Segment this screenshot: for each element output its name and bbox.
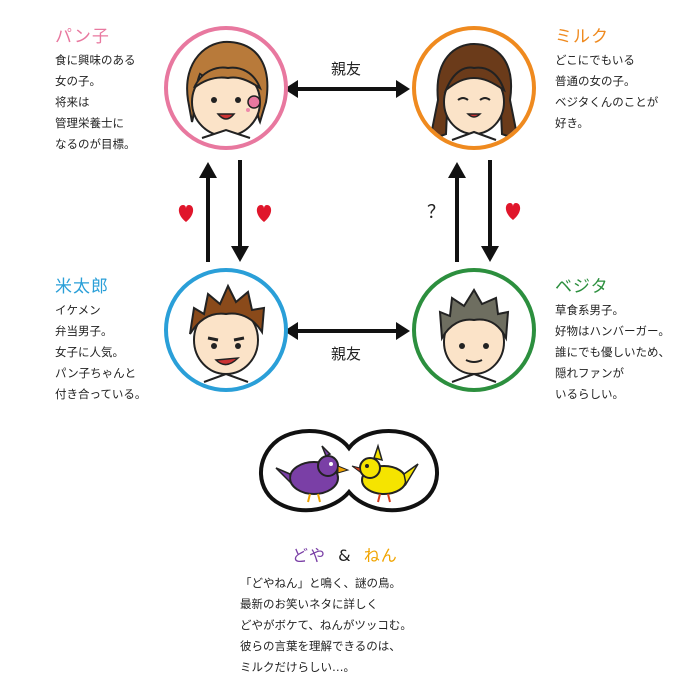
birds-frame (259, 429, 439, 513)
heart-icon (256, 205, 272, 222)
doya-bird-icon (275, 445, 350, 503)
kome-face-icon (189, 283, 266, 383)
nen-bird-icon (351, 443, 419, 503)
nen-name: ねん (363, 546, 398, 565)
birds-description: 「どやねん」と鳴く、謎の鳥。 最新のお笑いネタに詳しく どやがボケて、ねんがツッ… (240, 576, 412, 674)
pan-face-icon (186, 40, 269, 139)
milk-face-icon (428, 42, 520, 142)
vegeta-to-milk-arrow (448, 162, 466, 262)
milk-portrait (412, 26, 536, 150)
question-mark: ？ (427, 202, 445, 223)
ampersand: & (338, 546, 352, 565)
top-relation-label: 親友 (331, 60, 362, 78)
pan-description: 食に興味のある 女の子。 将来は 管理栄養士に なるのが目標。 (55, 53, 136, 151)
milk-description: どこにでもいる 普通の女の子。 ベジタくんのことが 好き。 (555, 53, 659, 130)
pan-name: パン子 (55, 27, 110, 47)
heart-icon (505, 203, 521, 220)
vegeta-portrait (412, 268, 536, 392)
vegeta-face-icon (438, 288, 510, 383)
birds-title: どや & ねん (292, 542, 398, 566)
kome-name: 米太郎 (55, 277, 109, 297)
vegeta-name: ベジタ (555, 277, 609, 297)
kome-to-pan-arrow (199, 162, 217, 262)
doya-name: どや (292, 546, 327, 565)
pan-portrait (164, 26, 288, 150)
vegeta-description: 草食系男子。 好物はハンバーガー。 誰にでも優しいため、 隠れファンが いるらし… (555, 303, 670, 401)
bottom-friend-arrow (284, 322, 410, 340)
pan-to-kome-arrow (231, 160, 249, 262)
heart-icon (178, 205, 194, 222)
milk-name: ミルク (555, 27, 609, 47)
kome-portrait (164, 268, 288, 392)
bottom-relation-label: 親友 (331, 345, 362, 363)
top-friend-arrow (284, 80, 410, 98)
kome-description: イケメン 弁当男子。 女子に人気。 パン子ちゃんと 付き合っている。 (55, 303, 147, 401)
milk-to-vegeta-arrow (481, 160, 499, 262)
